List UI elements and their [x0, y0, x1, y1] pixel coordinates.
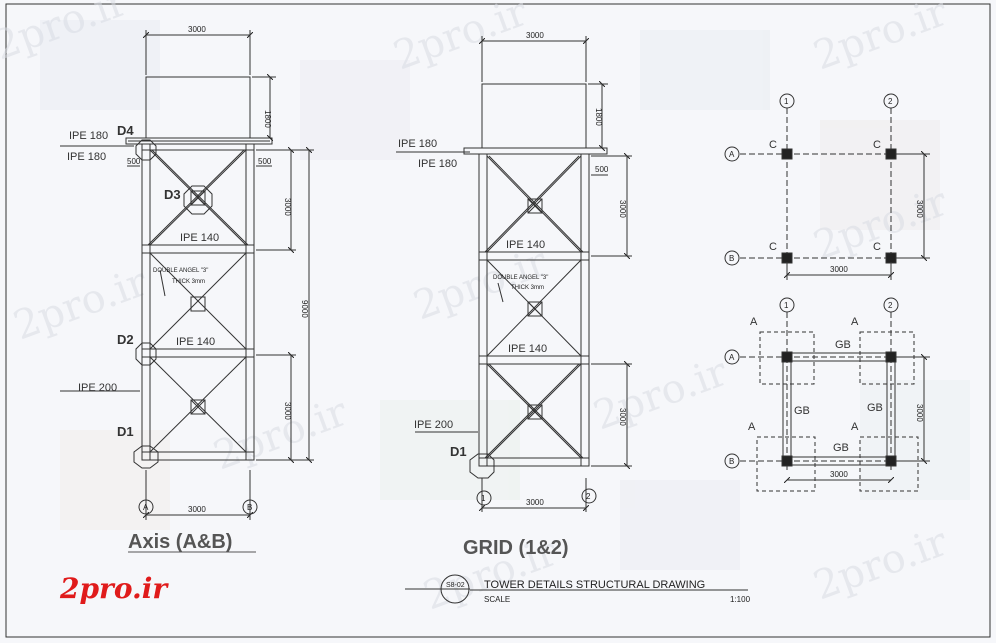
dim-tank-height: 1800	[263, 110, 272, 128]
elevation-grid-12-text: 3000 1800 500 3000 3000 3000 IPE 180 IPE…	[398, 31, 627, 559]
footing-label: A	[750, 316, 758, 328]
elevation-title-grid: GRID (1&2)	[463, 537, 569, 559]
label-d2: D2	[117, 332, 134, 347]
grade-beam-label: GB	[835, 339, 851, 351]
axis-bubble-2: 2	[586, 492, 591, 501]
axis-bubble-b: B	[729, 457, 734, 466]
dim-offset-right: 500	[258, 157, 272, 166]
dim-base-width: 3000	[526, 498, 544, 507]
axis-bubble-2: 2	[888, 97, 893, 106]
column-label: C	[769, 241, 777, 253]
title-block	[405, 574, 748, 604]
dim-offset-left: 500	[127, 157, 141, 166]
label-ipe140-a: IPE 140	[506, 239, 545, 251]
dim-plan-height: 3000	[915, 200, 924, 218]
dim-upper-height: 3000	[618, 200, 627, 218]
label-d4: D4	[117, 123, 134, 138]
axis-bubble-1: 1	[784, 301, 789, 310]
axis-bubble-b: B	[247, 503, 252, 512]
label-ipe180-a: IPE 180	[398, 138, 437, 150]
label-double-angle: DOUBLE ANGEL "3"	[493, 275, 548, 281]
dim-tank-height: 1800	[594, 108, 603, 126]
elevation-axis-ab	[60, 30, 314, 520]
label-ipe140-b: IPE 140	[176, 336, 215, 348]
axis-bubble-a: A	[729, 150, 735, 159]
dim-plan-width: 3000	[830, 470, 848, 479]
axis-bubble-2: 2	[888, 301, 893, 310]
platform-beam	[463, 147, 608, 155]
label-ipe180-b: IPE 180	[418, 158, 457, 170]
label-ipe140-a: IPE 140	[180, 232, 219, 244]
axis-bubble-1: 1	[481, 494, 486, 503]
grade-beam-label: GB	[867, 402, 883, 414]
label-ipe140-b: IPE 140	[508, 343, 547, 355]
elevation-axis-ab-text: 3000 1800 500 500 3000 9000 3000 3000 IP…	[67, 25, 309, 553]
label-ipe200: IPE 200	[414, 419, 453, 431]
background-tiles	[40, 20, 970, 570]
label-thickness: THICK 3mm	[511, 285, 544, 291]
dim-top-width: 3000	[188, 25, 206, 34]
dim-upper-height: 3000	[283, 198, 292, 216]
logo[interactable]: 2pro.ir	[59, 572, 169, 605]
label-d3: D3	[164, 187, 181, 202]
label-d1: D1	[450, 444, 467, 459]
dim-lower-height: 3000	[618, 408, 627, 426]
plan-columns-text: 1 2 A B C C C C 3000 3000	[729, 97, 924, 274]
sheet-border	[5, 3, 991, 638]
footing-label: A	[851, 316, 859, 328]
column-label: C	[873, 139, 881, 151]
plan-columns	[724, 93, 930, 280]
elevation-grid-12	[396, 36, 632, 512]
axis-bubble-a: A	[143, 503, 149, 512]
elevation-title-ab: Axis (A&B)	[128, 531, 232, 553]
grade-beam-label: GB	[794, 405, 810, 417]
dim-top-width: 3000	[526, 31, 544, 40]
scale-label: SCALE	[484, 595, 510, 604]
footing-label: A	[748, 421, 756, 433]
label-thickness: THICK 3mm	[172, 279, 205, 285]
dim-plan-height: 3000	[915, 404, 924, 422]
footing-label: A	[851, 421, 859, 433]
label-d1: D1	[117, 424, 134, 439]
label-ipe200: IPE 200	[78, 382, 117, 394]
column-label: C	[873, 241, 881, 253]
dim-total-height: 9000	[300, 300, 309, 318]
scale-value: 1:100	[730, 595, 751, 604]
axis-bubble-a: A	[729, 353, 735, 362]
dim-lower-height: 3000	[283, 402, 292, 420]
plan-foundation	[724, 297, 930, 492]
axis-bubble-b: B	[729, 254, 734, 263]
plan-foundation-text: 1 2 A B A A A A GB GB GB GB 3000 3000	[729, 301, 924, 479]
dim-offset: 500	[595, 165, 609, 174]
label-ipe180-a: IPE 180	[69, 130, 108, 142]
label-ipe180-b: IPE 180	[67, 151, 106, 163]
axis-bubble-1: 1	[784, 97, 789, 106]
column-label: C	[769, 139, 777, 151]
dim-base-width: 3000	[188, 505, 206, 514]
sheet-number: S8-02	[446, 582, 465, 589]
title-block-text: S8-02 TOWER DETAILS STRUCTURAL DRAWING S…	[446, 579, 751, 604]
drawing-title: TOWER DETAILS STRUCTURAL DRAWING	[484, 579, 705, 591]
label-double-angle: DOUBLE ANGEL "3"	[153, 268, 208, 274]
dim-plan-width: 3000	[830, 265, 848, 274]
grade-beam-label: GB	[833, 442, 849, 454]
